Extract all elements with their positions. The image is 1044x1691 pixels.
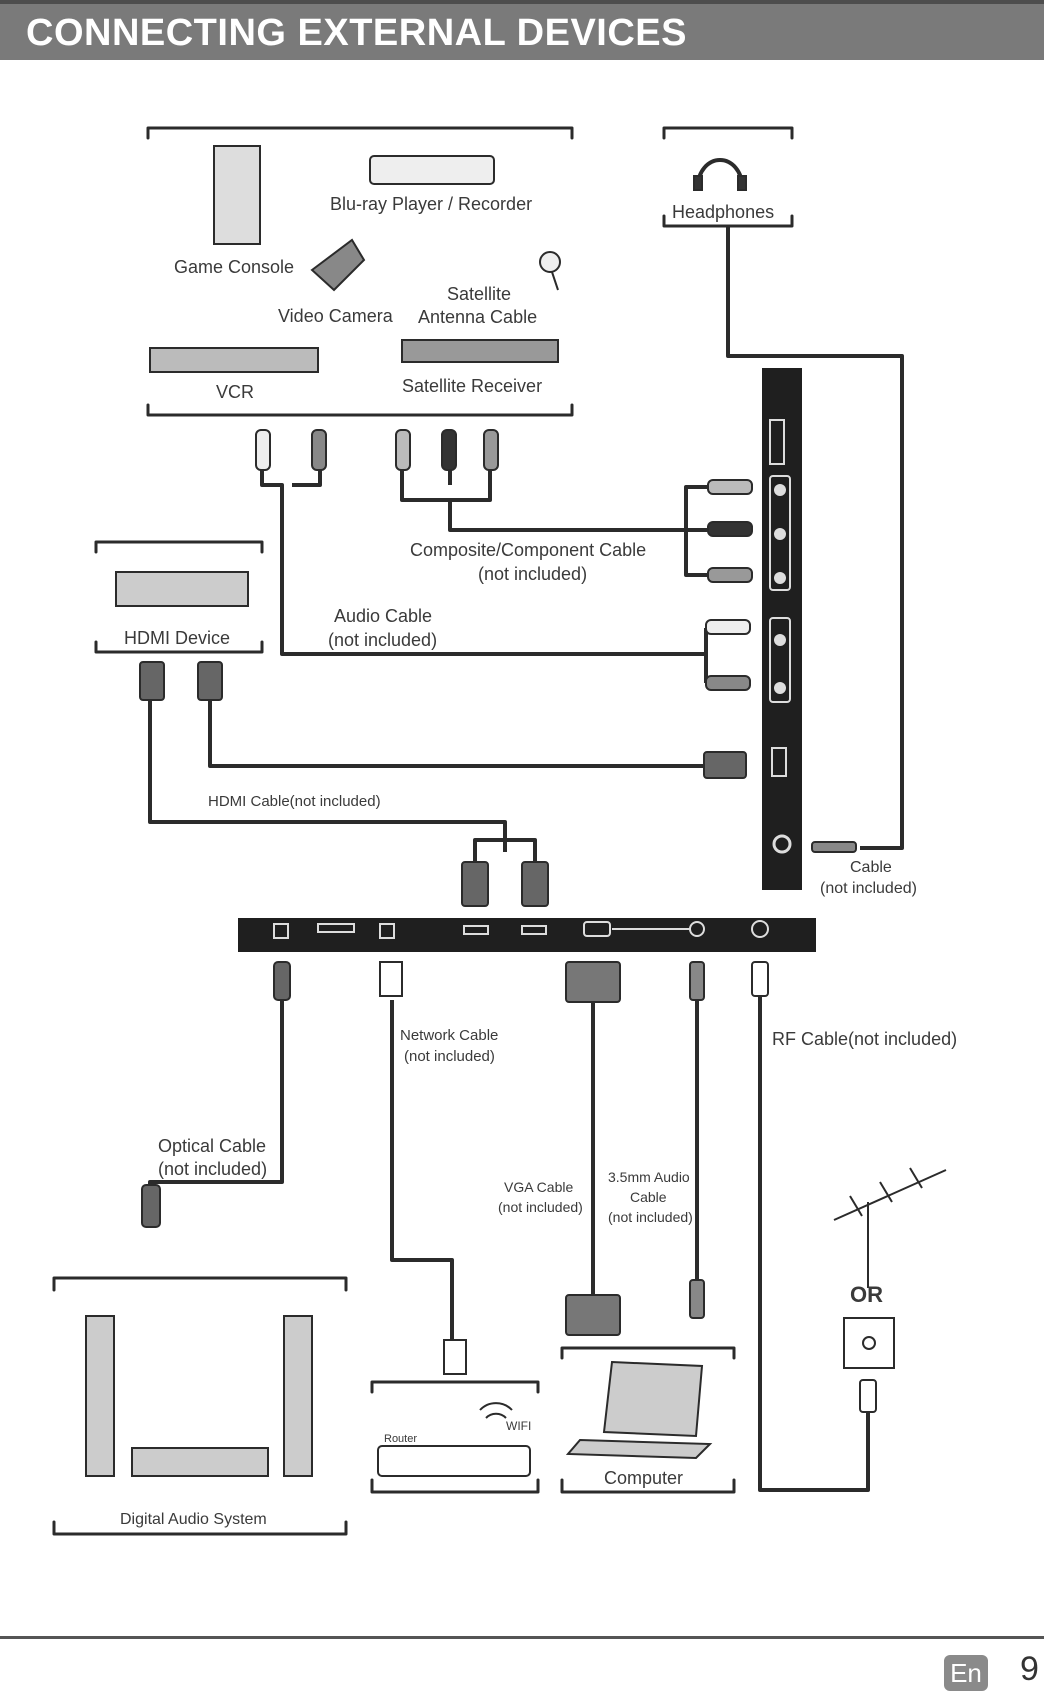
page-number: 9 (1020, 1650, 1039, 1688)
network-cable (390, 1000, 454, 1340)
right-speaker-icon (283, 1315, 313, 1477)
composite-cable (400, 470, 686, 532)
game-console-icon (213, 145, 261, 245)
source-devices-bracket (146, 126, 574, 417)
satellite-receiver-icon (401, 339, 559, 363)
tv-bottom-panel (238, 918, 816, 952)
label-audio35-1: 3.5mm Audio (608, 1169, 690, 1185)
label-computer: Computer (604, 1468, 683, 1488)
footer-divider (0, 1636, 1044, 1639)
digital-audio-bracket (52, 1276, 348, 1536)
label-satellite-antenna-2: Antenna Cable (418, 307, 537, 327)
vcr-icon (149, 347, 319, 373)
label-composite-2: (not included) (478, 564, 587, 584)
computer-bracket (560, 1346, 736, 1494)
blu-ray-icon (369, 155, 495, 185)
label-composite-1: Composite/Component Cable (410, 540, 646, 560)
label-headphone-cable-1: Cable (850, 859, 892, 876)
label-network-1: Network Cable (400, 1027, 498, 1044)
connection-diagram: Blu-ray Player / Recorder Game Console V… (52, 126, 957, 1536)
label-headphone-cable-2: (not included) (820, 880, 917, 897)
label-hdmi-cable: HDMI Cable(not included) (208, 793, 381, 810)
label-audio35-2: Cable (630, 1189, 667, 1205)
label-audio-1: Audio Cable (334, 606, 432, 626)
label-headphones: Headphones (672, 202, 774, 222)
label-wifi: WIFI (506, 1419, 531, 1433)
language-badge: En (944, 1655, 988, 1691)
page-header: CONNECTING EXTERNAL DEVICES (0, 0, 1044, 60)
router-icon (377, 1445, 531, 1477)
tv-side-panel (762, 368, 802, 890)
rf-cable (758, 996, 870, 1492)
label-game-console: Game Console (174, 257, 294, 277)
laptop-icon (565, 1360, 713, 1460)
hdmi-device-bracket (94, 540, 264, 654)
label-digital-audio: Digital Audio System (120, 1511, 267, 1528)
label-video-camera: Video Camera (278, 306, 394, 326)
label-audio35-3: (not included) (608, 1209, 693, 1225)
label-vcr: VCR (216, 382, 254, 402)
label-satellite-antenna-1: Satellite (447, 284, 511, 304)
label-hdmi-device: HDMI Device (124, 628, 230, 648)
satellite-antenna-icon (539, 251, 561, 291)
label-rf: RF Cable(not included) (772, 1029, 957, 1049)
label-vga-1: VGA Cable (504, 1179, 573, 1195)
label-optical-1: Optical Cable (158, 1136, 266, 1156)
label-router: Router (384, 1433, 417, 1445)
label-network-2: (not included) (404, 1048, 495, 1065)
rf-antenna-icon (833, 1167, 947, 1288)
label-or: OR (850, 1282, 883, 1307)
router-bracket (370, 1380, 540, 1494)
hdmi-device-icon (115, 571, 249, 607)
label-optical-2: (not included) (158, 1159, 267, 1179)
video-camera-icon (310, 238, 366, 292)
wifi-icon (479, 1402, 513, 1419)
hdmi-cable-bottom (148, 700, 537, 862)
page-title: CONNECTING EXTERNAL DEVICES (26, 12, 687, 54)
label-satellite-receiver: Satellite Receiver (402, 376, 542, 396)
headphone-cable (726, 226, 904, 850)
wall-outlet-icon (843, 1317, 895, 1369)
hdmi-cable-side (208, 700, 710, 768)
label-blu-ray: Blu-ray Player / Recorder (330, 194, 532, 214)
label-vga-2: (not included) (498, 1199, 583, 1215)
label-audio-2: (not included) (328, 630, 437, 650)
headphones-icon (696, 158, 744, 187)
left-speaker-icon (85, 1315, 115, 1477)
audio-receiver-icon (131, 1447, 269, 1477)
